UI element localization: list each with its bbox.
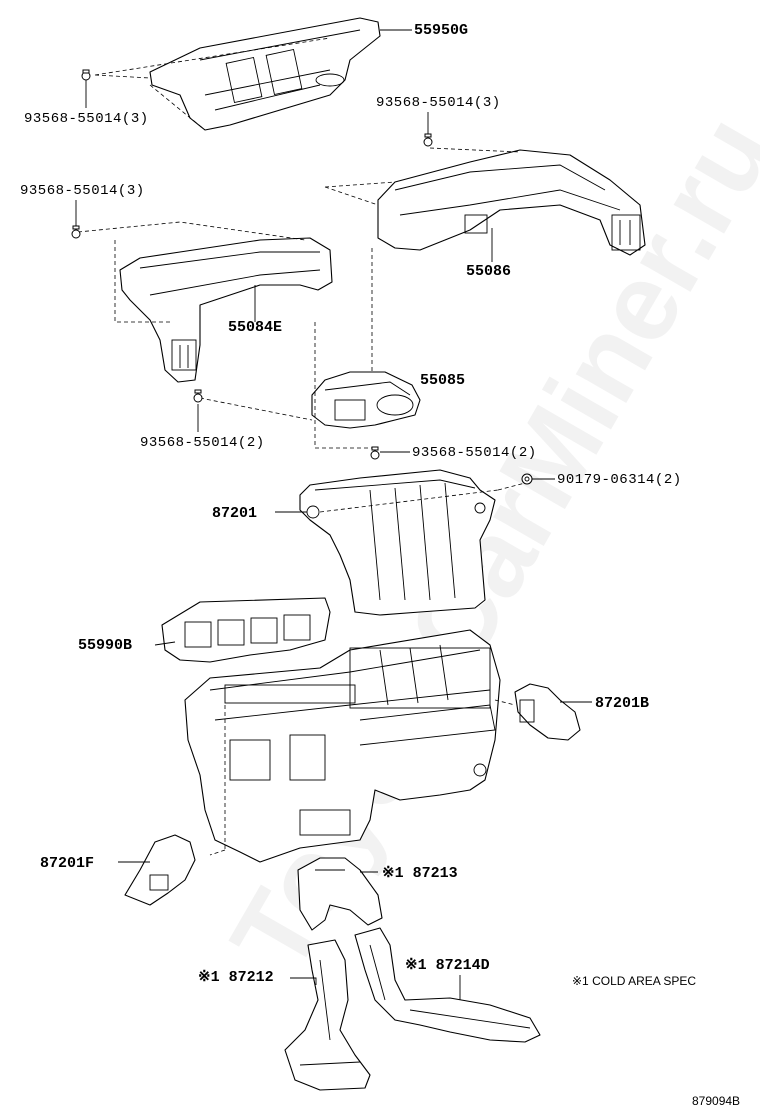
- label-55084e[interactable]: 55084E: [228, 319, 283, 336]
- bolt-2: [423, 133, 433, 147]
- label-bolt-1[interactable]: 93568-55014(3): [24, 111, 149, 127]
- bolt-5: [370, 446, 380, 460]
- part-55085-center-duct[interactable]: [311, 371, 421, 429]
- part-87212-duct[interactable]: [284, 939, 371, 1091]
- part-55990b-register[interactable]: [161, 597, 331, 663]
- label-55086[interactable]: 55086: [466, 263, 512, 280]
- label-87201f[interactable]: 87201F: [40, 855, 95, 872]
- label-87212[interactable]: ※1 87212: [198, 969, 274, 986]
- bolt-1: [81, 69, 91, 81]
- label-87201b[interactable]: 87201B: [595, 695, 650, 712]
- label-87201[interactable]: 87201: [212, 505, 258, 522]
- part-87201-upper-duct[interactable]: [299, 469, 496, 616]
- label-bolt-3[interactable]: 93568-55014(3): [20, 183, 145, 199]
- label-nut-6[interactable]: 90179-06314(2): [557, 472, 682, 488]
- part-87201b-duct[interactable]: [514, 683, 581, 741]
- label-87214d[interactable]: ※1 87214D: [405, 957, 490, 974]
- cold-area-note: ※1 COLD AREA SPEC: [572, 974, 697, 988]
- label-bolt-5[interactable]: 93568-55014(2): [412, 445, 537, 461]
- part-55086-side-duct[interactable]: [377, 149, 646, 256]
- label-87213[interactable]: ※1 87213: [382, 865, 458, 882]
- bolt-4: [193, 389, 203, 403]
- part-heater-unit[interactable]: [184, 629, 501, 863]
- bolt-3: [71, 225, 81, 239]
- part-55950g-defroster-nozzle[interactable]: [149, 17, 381, 131]
- label-bolt-2[interactable]: 93568-55014(3): [376, 95, 501, 111]
- part-87201f-duct[interactable]: [124, 834, 196, 906]
- label-bolt-4[interactable]: 93568-55014(2): [140, 435, 265, 451]
- label-55950g[interactable]: 55950G: [414, 22, 469, 39]
- part-87213-duct[interactable]: [297, 857, 383, 931]
- part-87214d-duct[interactable]: [354, 927, 541, 1043]
- part-55084e-side-duct[interactable]: [119, 237, 333, 383]
- diagram-code: 879094B: [692, 1094, 741, 1108]
- nut-6: [521, 473, 533, 485]
- label-55990b[interactable]: 55990B: [78, 637, 133, 654]
- label-55085[interactable]: 55085: [420, 372, 466, 389]
